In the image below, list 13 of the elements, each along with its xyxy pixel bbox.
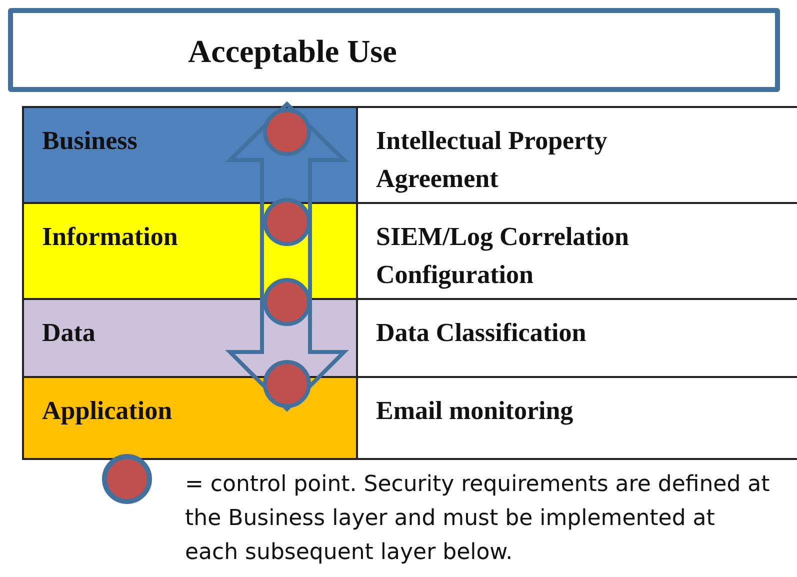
heading-box [8, 8, 780, 92]
layer-label: Application [42, 396, 172, 425]
block-arrow [225, 101, 349, 412]
layer-label: Business [42, 126, 138, 155]
layer-label: Information [42, 222, 178, 251]
layer-label: Data [42, 318, 96, 347]
layer-cell [22, 376, 358, 460]
heading: Acceptable Use [188, 33, 397, 70]
control-label: SIEM/Log Correlation Configuration [376, 221, 630, 291]
control-label: Data Classification [376, 317, 588, 349]
legend-text: = control point. Security requirements are defined at the Business layer and must be implemented at each subsequent layer below. [185, 471, 770, 567]
control-label: Intellectual Property Agreement [376, 125, 608, 195]
control-label: Email monitoring [376, 395, 574, 427]
